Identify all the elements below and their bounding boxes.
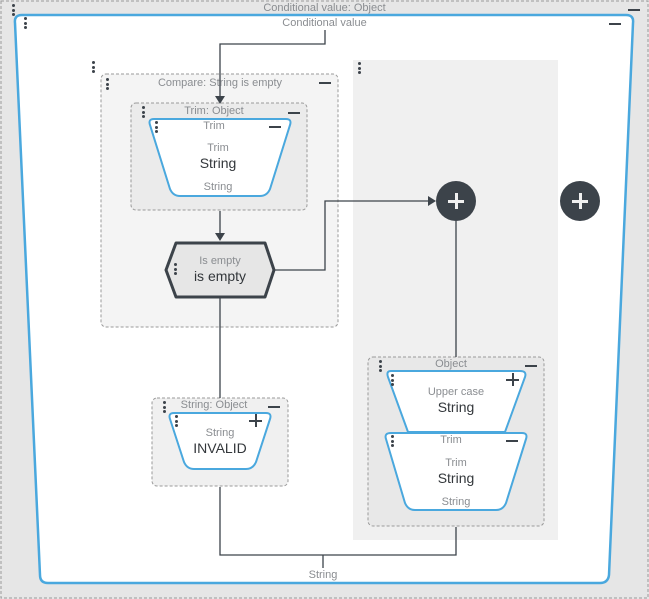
- is-empty-menu-icon[interactable]: [174, 263, 178, 277]
- conditional-output-label: String: [308, 569, 338, 581]
- arrow-head-trim: [215, 96, 225, 104]
- object-group-title: Object: [435, 358, 467, 370]
- trim-group-title: Trim: Object: [184, 105, 244, 117]
- trim-block-output: String: [203, 181, 233, 193]
- outer-title: Conditional value: Object: [263, 2, 386, 14]
- arrow-head-add: [428, 196, 436, 206]
- conditional-menu-icon[interactable]: [24, 17, 28, 31]
- trim-block[interactable]: [148, 118, 292, 197]
- upper-block-value: String: [437, 399, 475, 415]
- is-empty-block[interactable]: [164, 241, 276, 299]
- object-group-menu-icon[interactable]: [379, 360, 383, 374]
- string-block[interactable]: [168, 412, 272, 470]
- string-block-value: INVALID: [193, 440, 247, 456]
- trim-block-2-menu-icon[interactable]: [391, 435, 395, 449]
- trim-block-subtitle: Trim: [207, 142, 229, 154]
- string-group-menu-icon[interactable]: [163, 401, 167, 415]
- trim-block-value: String: [199, 155, 237, 171]
- trim-block-2-subtitle: Trim: [445, 457, 467, 469]
- conditional-title: Conditional value: [282, 17, 367, 29]
- is-empty-subtitle: Is empty: [199, 255, 241, 267]
- upper-block-expand-icon[interactable]: [506, 373, 519, 386]
- connector-merge: [219, 487, 457, 556]
- compare-title: Compare: String is empty: [157, 77, 283, 89]
- connectors: [219, 30, 457, 568]
- connector-conditional-to-trim: [219, 30, 326, 98]
- trim-block-menu-icon[interactable]: [155, 121, 159, 135]
- compare-collapse-icon[interactable]: [319, 82, 331, 84]
- string-block-menu-icon[interactable]: [175, 415, 179, 429]
- connector-isempty-to-add: [275, 200, 430, 271]
- add-branch-button[interactable]: [436, 181, 476, 221]
- string-group-title: String: Object: [180, 399, 248, 411]
- string-block-subtitle: String: [205, 427, 235, 439]
- trim-block-2-value: String: [437, 470, 475, 486]
- trim-block-2-header: Trim: [440, 434, 462, 446]
- trim-block-header: Trim: [203, 120, 225, 132]
- string-group-collapse-icon[interactable]: [268, 406, 280, 408]
- object-group-collapse-icon[interactable]: [525, 365, 537, 367]
- trim-block-2-output: String: [441, 496, 471, 508]
- string-block-expand-icon[interactable]: [249, 414, 262, 427]
- arrow-head-isempty: [215, 233, 225, 241]
- trim-group-collapse-icon[interactable]: [288, 112, 300, 114]
- trim-block-2-collapse-icon[interactable]: [506, 440, 518, 442]
- upper-block-subtitle: Upper case: [427, 386, 485, 398]
- conditional-collapse-icon[interactable]: [609, 23, 621, 25]
- trim-group-menu-icon[interactable]: [142, 106, 146, 120]
- outer-collapse-icon[interactable]: [628, 9, 640, 11]
- branch-menu-icon[interactable]: [358, 62, 362, 76]
- compare-menu-icon[interactable]: [106, 78, 110, 92]
- is-empty-value: is empty: [193, 268, 247, 284]
- compare-outer-menu-icon[interactable]: [92, 61, 96, 75]
- trim-block-2[interactable]: [384, 432, 528, 511]
- add-condition-button[interactable]: [560, 181, 600, 221]
- outer-menu-icon[interactable]: [12, 4, 16, 18]
- trim-block-collapse-icon[interactable]: [269, 126, 281, 128]
- upper-block-menu-icon[interactable]: [391, 374, 395, 388]
